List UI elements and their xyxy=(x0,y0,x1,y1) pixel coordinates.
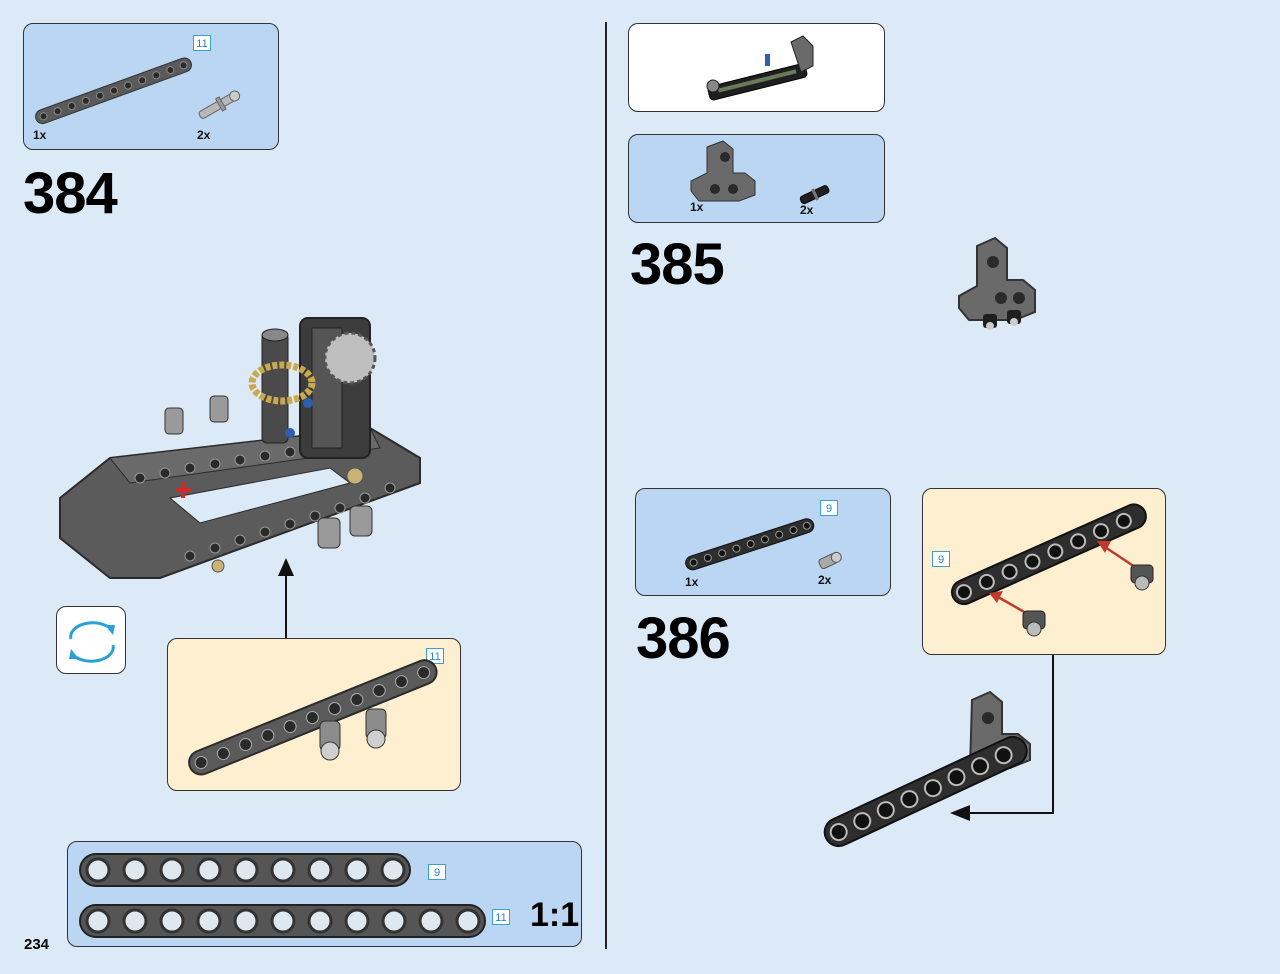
part-quantity: 2x xyxy=(197,128,211,142)
beam-length-label: 11 xyxy=(193,35,211,51)
beam-length-label: 9 xyxy=(932,551,950,567)
length-ruler-panel: 9 11 1:1 xyxy=(67,841,582,947)
parts-illustration xyxy=(690,140,830,205)
part-quantity: 1x xyxy=(685,575,699,589)
beam-length-label: 11 xyxy=(426,648,444,664)
arrow-icon xyxy=(950,655,1054,821)
step-384-subassembly-panel: 11 xyxy=(167,638,461,791)
model-reference-illustration xyxy=(706,35,814,101)
step-386-parts-panel: 9 1x 2x xyxy=(635,488,891,596)
parts-illustration xyxy=(35,57,241,125)
ruler-length-label: 9 xyxy=(428,864,446,880)
subassembly-illustration xyxy=(188,659,438,776)
beam-length-label: 9 xyxy=(820,500,838,516)
page-divider xyxy=(605,22,607,949)
page-number: 234 xyxy=(24,936,50,953)
step-386-model xyxy=(823,690,1031,848)
step-386-subassembly-panel: 9 xyxy=(922,488,1166,655)
step-number: 386 xyxy=(636,606,731,671)
part-quantity: 2x xyxy=(800,203,814,217)
step-384-parts-panel: 11 1x 2x xyxy=(23,23,279,150)
step-385-parts-panel: 1x 2x xyxy=(628,134,885,223)
rotate-icon xyxy=(56,606,126,674)
step-385-model xyxy=(958,236,1036,330)
subassembly-illustration xyxy=(950,503,1154,637)
arrow-icon xyxy=(278,558,294,638)
ruler-beams xyxy=(79,853,486,938)
parts-illustration xyxy=(685,518,842,571)
part-quantity: 2x xyxy=(818,573,832,587)
ruler-length-label: 11 xyxy=(492,909,510,925)
model-reference-panel xyxy=(628,23,885,112)
step-number: 385 xyxy=(630,232,725,297)
scale-label: 1:1 xyxy=(530,896,580,934)
step-384-model xyxy=(59,317,421,579)
part-quantity: 1x xyxy=(690,200,704,214)
step-number: 384 xyxy=(23,161,118,226)
part-quantity: 1x xyxy=(33,128,47,142)
